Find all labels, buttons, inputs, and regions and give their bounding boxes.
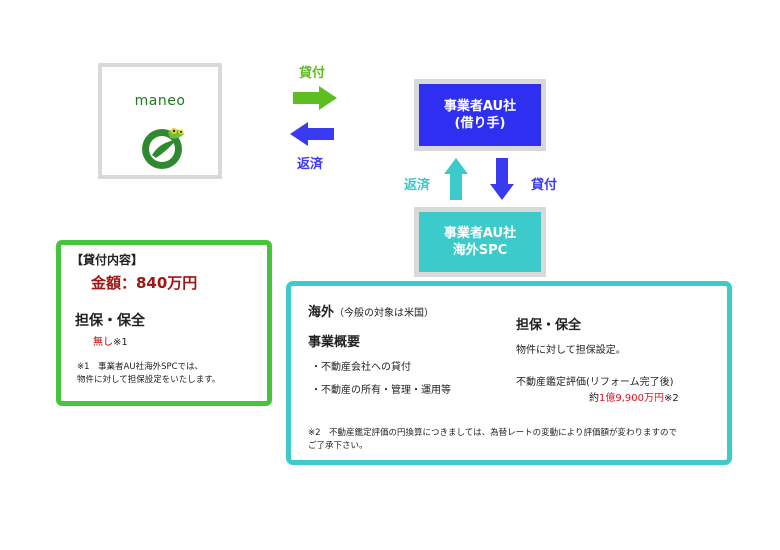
business-item: ・不動産の所有・管理・運用等 [311,385,451,396]
overseas-box: 海外（今般の対象は米国） 事業概要 ・不動産会社への貸付 ・不動産の所有・管理・… [286,281,732,465]
business-item: ・不動産会社への貸付 [311,362,411,373]
arrow-up-icon [444,158,468,200]
repay-label-top: 返済 [297,157,324,172]
loan-footnote: ※1 事業者AU社海外SPCでは、 物件に対して担保設定をいたします。 [77,361,267,387]
loan-amount: 金額：840万円 [91,274,198,292]
repay-label-mid: 返済 [404,178,431,193]
loan-title: 【貸付内容】 [71,253,144,267]
lend-label-mid: 貸付 [531,178,558,193]
borrower-box: 事業者AU社 (借り手) [414,79,546,151]
loan-collateral-value: 無し※1 [93,333,128,348]
loan-footnote-line1: ※1 事業者AU社海外SPCでは、 [77,362,204,372]
overseas-collateral-desc: 物件に対して担保設定。 [516,345,626,356]
overseas-collateral-heading: 担保・保全 [516,318,582,333]
borrower-role: (借り手) [454,116,506,131]
maneo-box: maneo [98,63,222,179]
overseas-title-sub: （今般の対象は米国） [334,308,435,319]
borrower-name: 事業者AU社 [443,99,517,114]
loan-collateral-heading: 担保・保全 [75,313,145,329]
overseas-footnote-line1: ※2 不動産鑑定評価の円換算につきましては、為替レートの変動により評価額が変わり… [308,428,677,438]
overseas-title: 海外（今般の対象は米国） [308,301,434,320]
spc-name: 事業者AU社 [443,226,517,241]
appraisal-note-mark: ※2 [664,393,679,404]
loan-details-box: 【貸付内容】 金額：840万円 担保・保全 無し※1 ※1 事業者AU社海外SP… [56,240,272,406]
business-summary-heading: 事業概要 [308,335,361,350]
maneo-name: maneo [134,93,186,109]
overseas-title-main: 海外 [308,305,335,320]
overseas-footnote: ※2 不動産鑑定評価の円換算につきましては、為替レートの変動により評価額が変わり… [308,427,723,453]
frog-logo-icon [142,128,184,169]
appraisal-label: 不動産鑑定評価(リフォーム完了後) [516,377,674,388]
spc-box: 事業者AU社 海外SPC [414,207,546,277]
loan-footnote-line2: 物件に対して担保設定をいたします。 [77,375,221,385]
arrow-left-icon [290,122,334,146]
overseas-footnote-line2: ご了承下さい。 [308,441,368,451]
lend-label-top: 貸付 [299,66,326,81]
appraisal-prefix: 約 [589,393,599,404]
arrow-right-icon [293,86,337,110]
collateral-none-text: 無し [93,337,113,348]
arrow-down-icon [490,158,514,200]
collateral-note-mark: ※1 [113,337,128,348]
spc-role: 海外SPC [452,243,508,258]
appraisal-value: 1億9,900万円 [599,393,664,404]
appraisal-amount: 約1億9,900万円※2 [589,389,679,404]
